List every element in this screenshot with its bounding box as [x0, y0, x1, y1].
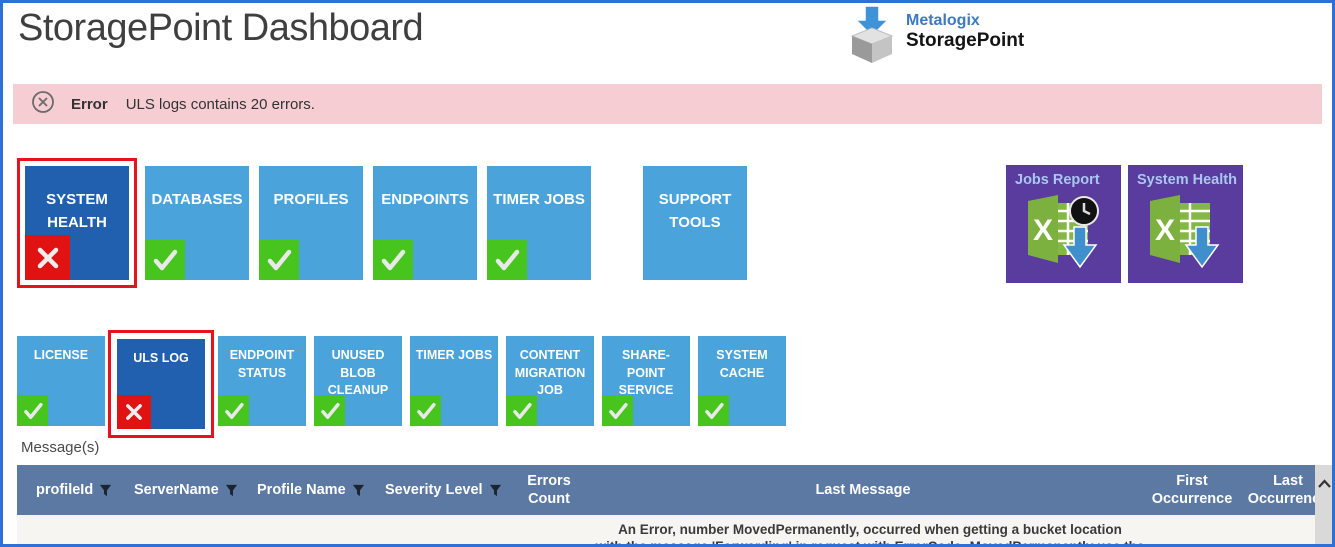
last-message-line1: An Error, number MovedPermanently, occur…: [618, 522, 1122, 537]
column-header-first-occurrence[interactable]: First Occurrence: [1142, 472, 1242, 508]
column-label: Count: [528, 491, 570, 507]
tile-license[interactable]: LICENSE: [17, 336, 105, 426]
ok-check-icon: [259, 240, 299, 280]
message-row: An Error, number MovedPermanently, occur…: [570, 521, 1170, 544]
column-label: Severity Level: [385, 482, 483, 498]
cube-download-logo-icon: [846, 5, 898, 69]
tile-label: UNUSED BLOB CLEANUP: [327, 348, 389, 397]
tile-endpoint-status[interactable]: ENDPOINT STATUS: [218, 336, 306, 426]
messages-grid-header: profileId ServerName Profile Name Severi…: [17, 465, 1315, 515]
tile-label: SUPPORT TOOLS: [658, 191, 732, 232]
error-circle-icon: [31, 90, 55, 118]
tile-system-health[interactable]: SYSTEM HEALTH: [25, 166, 129, 280]
tile-label: ENDPOINT STATUS: [229, 348, 295, 380]
column-label: Occurrence: [1247, 491, 1315, 507]
primary-nav-tiles: SYSTEM HEALTH DATABASES PROFILES ENDPOIN…: [17, 158, 1332, 288]
system-health-export-tile[interactable]: System Health X: [1128, 165, 1243, 283]
tile-label: SYSTEM CACHE: [716, 348, 768, 380]
tile-timer-jobs-status[interactable]: TIMER JOBS: [410, 336, 498, 426]
page-title: StoragePoint Dashboard: [18, 7, 424, 49]
last-message-line2: with the message 'Forwarding' in request…: [570, 538, 1170, 544]
column-label: Errors: [527, 472, 571, 489]
filter-funnel-icon[interactable]: [352, 484, 365, 497]
error-banner-label: Error: [71, 95, 108, 113]
tile-content-migration-job[interactable]: CONTENT MIGRATION JOB: [506, 336, 594, 426]
column-label: Last Message: [815, 482, 911, 498]
ok-check-icon: [410, 395, 441, 426]
column-header-servername[interactable]: ServerName: [134, 482, 257, 498]
error-banner: Error ULS logs contains 20 errors.: [13, 84, 1322, 124]
tile-label: SHARE-POINT SERVICE: [618, 348, 674, 397]
ok-check-icon: [218, 395, 249, 426]
column-label: Occurrence: [1151, 491, 1233, 507]
column-label: profileId: [36, 482, 94, 498]
metalogix-logo: Metalogix StoragePoint: [846, 5, 1025, 69]
tile-uls-log[interactable]: ULS LOG: [117, 339, 205, 429]
column-header-profileid[interactable]: profileId: [17, 482, 134, 498]
ok-check-icon: [145, 240, 185, 280]
health-status-tiles: LICENSE ULS LOG ENDPOINT STATUS UNUSED B…: [17, 330, 1332, 438]
scroll-up-icon: [1318, 479, 1331, 488]
tile-label: PROFILES: [273, 191, 349, 208]
column-header-errors-count[interactable]: Errors Count: [514, 472, 584, 508]
tile-label: TIMER JOBS: [493, 191, 585, 208]
tile-label: ENDPOINTS: [381, 191, 469, 208]
tile-endpoints[interactable]: ENDPOINTS: [373, 166, 477, 280]
ok-check-icon: [602, 395, 633, 426]
filter-funnel-icon[interactable]: [99, 484, 112, 497]
svg-text:X: X: [1033, 214, 1053, 247]
svg-text:X: X: [1155, 214, 1175, 247]
column-header-severity-level[interactable]: Severity Level: [385, 482, 514, 498]
tile-label: ULS LOG: [133, 351, 189, 365]
column-label: Last: [1273, 472, 1303, 489]
logo-company-name: Metalogix: [906, 12, 980, 29]
column-label: ServerName: [134, 482, 219, 498]
report-tile-label: System Health: [1137, 172, 1237, 188]
tile-databases[interactable]: DATABASES: [145, 166, 249, 280]
column-header-last-occurrence[interactable]: Last Occurrence: [1242, 472, 1315, 508]
tile-timer-jobs[interactable]: TIMER JOBS: [487, 166, 591, 280]
column-header-profile-name[interactable]: Profile Name: [257, 482, 385, 498]
filter-funnel-icon[interactable]: [225, 484, 238, 497]
tile-profiles[interactable]: PROFILES: [259, 166, 363, 280]
tile-label: TIMER JOBS: [415, 348, 493, 362]
jobs-report-export-tile[interactable]: Jobs Report X: [1006, 165, 1121, 283]
error-x-icon: [25, 235, 70, 280]
tile-label: LICENSE: [33, 348, 89, 362]
messages-grid: profileId ServerName Profile Name Severi…: [17, 465, 1332, 544]
tile-support-tools[interactable]: SUPPORT TOOLS: [643, 166, 747, 280]
vertical-scrollbar[interactable]: [1315, 465, 1332, 544]
ok-check-icon: [506, 395, 537, 426]
selected-tile-outline: ULS LOG: [108, 330, 214, 438]
tile-label: SYSTEM HEALTH: [46, 191, 108, 232]
tile-label: CONTENT MIGRATION JOB: [514, 348, 586, 397]
logo-product-name: StoragePoint: [906, 30, 1025, 52]
ok-check-icon: [487, 240, 527, 280]
ok-check-icon: [17, 395, 48, 426]
column-header-last-message[interactable]: Last Message: [584, 482, 1142, 498]
column-label: First: [1176, 472, 1208, 489]
messages-grid-body: An Error, number MovedPermanently, occur…: [17, 515, 1315, 544]
ok-check-icon: [698, 395, 729, 426]
error-x-icon: [117, 395, 151, 429]
ok-check-icon: [314, 395, 345, 426]
excel-report-icon: X: [1148, 193, 1224, 278]
tile-sharepoint-service[interactable]: SHARE-POINT SERVICE: [602, 336, 690, 426]
column-label: Profile Name: [257, 482, 346, 498]
tile-system-cache[interactable]: SYSTEM CACHE: [698, 336, 786, 426]
ok-check-icon: [373, 240, 413, 280]
tile-label: DATABASES: [151, 191, 243, 208]
report-tile-label: Jobs Report: [1015, 172, 1100, 188]
selected-tile-outline: SYSTEM HEALTH: [17, 158, 137, 288]
error-banner-message: ULS logs contains 20 errors.: [125, 95, 315, 113]
excel-report-clock-icon: X: [1026, 193, 1102, 278]
filter-funnel-icon[interactable]: [489, 484, 502, 497]
messages-section-label: Message(s): [21, 439, 100, 456]
tile-unused-blob-cleanup[interactable]: UNUSED BLOB CLEANUP: [314, 336, 402, 426]
